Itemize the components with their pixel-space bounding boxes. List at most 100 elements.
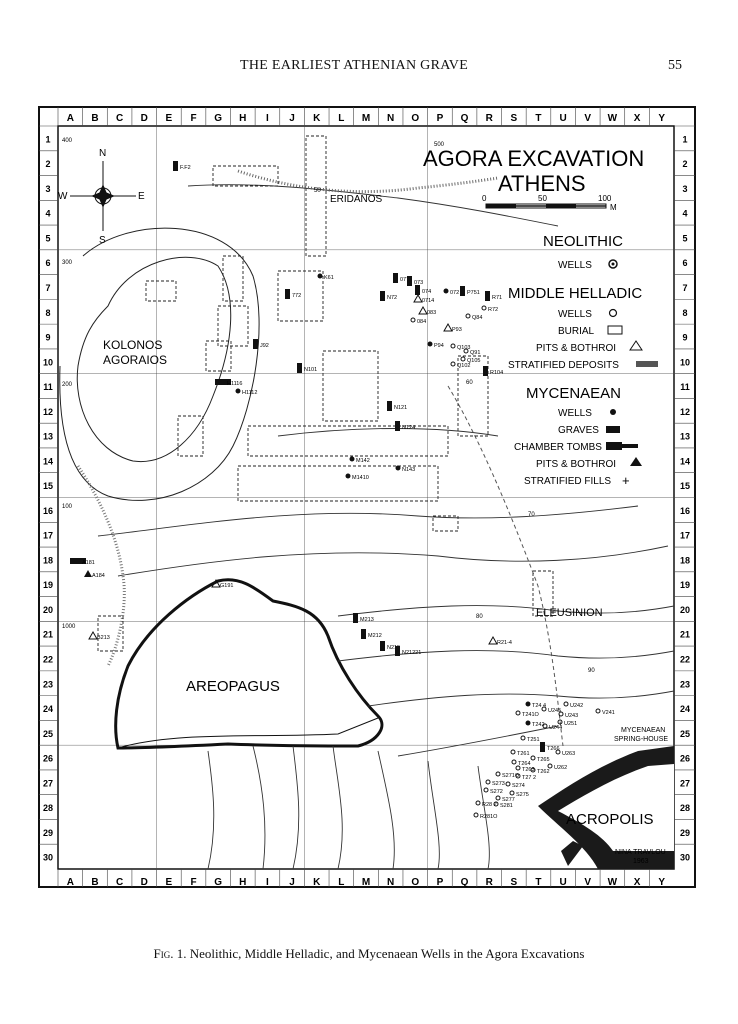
- find-label-T251: T251: [527, 737, 540, 743]
- find-marker-U244: [542, 723, 548, 729]
- running-head: THE EARLIEST ATHENIAN GRAVE 55: [0, 58, 738, 78]
- panathenaic-way: [447, 385, 564, 747]
- grid-row-28-left: 28: [43, 803, 53, 813]
- find-label-R72: R72: [488, 307, 498, 313]
- grid-row-26-right: 26: [680, 754, 690, 764]
- contour-lines: [97, 184, 675, 870]
- grid-col-N-bottom: N: [387, 877, 394, 888]
- grid-col-O-bottom: O: [411, 877, 419, 888]
- label-spring-house-1: MYCENAEAN: [621, 727, 665, 734]
- grid-col-L-bottom: L: [338, 877, 344, 888]
- find-marker-R72: [481, 305, 487, 311]
- find-label-0714: 0714: [422, 298, 434, 304]
- find-marker-G191: [211, 578, 221, 588]
- caption-text: Neolithic, Middle Helladic, and Mycenaea…: [189, 946, 585, 961]
- find-label-Q102: Q102: [457, 363, 470, 369]
- legend-myc-heading: MYCENAEAN: [526, 385, 621, 402]
- grid-lines: [39, 107, 695, 887]
- grid-col-C-top: C: [116, 113, 123, 124]
- find-marker-074: [415, 285, 420, 295]
- find-label-R104: R104: [490, 370, 503, 376]
- find-label-S273: S273: [492, 781, 505, 787]
- find-label-T271: T27 2: [522, 775, 536, 781]
- grid-col-F-bottom: F: [190, 877, 196, 888]
- grid-row-10-right: 10: [680, 357, 690, 367]
- spring-house-channel: [561, 841, 583, 866]
- find-marker-T271: [515, 773, 521, 779]
- find-marker-N121: [387, 401, 392, 411]
- grid-col-O-top: O: [411, 113, 419, 124]
- grid-row-30-right: 30: [680, 853, 690, 863]
- find-label-077: 077: [400, 277, 409, 283]
- scale-tick-100: 100: [598, 194, 612, 203]
- find-label-H1116: H1116: [227, 381, 242, 387]
- find-marker-K61: [317, 273, 323, 279]
- grid-col-Y-bottom: Y: [658, 877, 665, 888]
- find-marker-N2122: [395, 646, 400, 656]
- grid-col-J-top: J: [289, 113, 295, 124]
- grid-row-14-left: 14: [43, 456, 53, 466]
- label-kolonos: KOLONOS: [103, 338, 162, 352]
- find-marker-U245: [541, 706, 547, 712]
- find-marker-Q91: [463, 348, 469, 354]
- grid-col-I-bottom: I: [266, 877, 269, 888]
- find-marker-S273: [485, 779, 491, 785]
- find-label-A181: A181: [82, 560, 95, 566]
- find-marker-B213: [88, 630, 98, 640]
- find-marker-072: [443, 288, 449, 294]
- find-marker-V241: [595, 708, 601, 714]
- find-label-K61: K61: [324, 275, 334, 281]
- find-label-T261: T261: [517, 751, 530, 757]
- grid-row-12-right: 12: [680, 407, 690, 417]
- find-marker-P94: [427, 341, 433, 347]
- find-marker-U243: [558, 711, 564, 717]
- grid-row-1-left: 1: [45, 134, 50, 144]
- grid-row-22-right: 22: [680, 654, 690, 664]
- find-marker-T244: [525, 701, 531, 707]
- grid-col-V-bottom: V: [584, 877, 591, 888]
- label-agoraios: AGORAIOS: [103, 353, 167, 367]
- acropolis-plateau: [558, 764, 674, 851]
- find-marker-N215: [380, 641, 385, 651]
- grid-row-11-right: 11: [680, 382, 690, 392]
- grid-row-25-right: 25: [680, 729, 690, 739]
- grid-row-7-right: 7: [682, 283, 687, 293]
- grid-value-200: 200: [62, 382, 73, 388]
- find-label-T242: T242: [532, 722, 545, 728]
- grid-row-4-left: 4: [45, 209, 50, 219]
- find-marker-P93: [443, 322, 453, 332]
- find-label-N215: N215: [387, 645, 400, 651]
- legend-myc-wells: WELLS: [558, 408, 592, 419]
- grid-col-P-bottom: P: [437, 877, 444, 888]
- find-marker-U251: [557, 719, 563, 725]
- grid-col-C-bottom: C: [116, 877, 123, 888]
- scale-tick-0: 0: [482, 194, 487, 203]
- grid-col-R-bottom: R: [486, 877, 494, 888]
- find-label-H1112: H1112: [242, 390, 257, 396]
- myc-chamber-icon: [606, 442, 622, 450]
- find-label-A184: A184: [92, 573, 105, 579]
- grid-col-V-top: V: [584, 113, 591, 124]
- legend-myc-graves: GRAVES: [558, 425, 599, 436]
- find-label-R282: R28 2: [482, 802, 497, 808]
- grid-value-500: 500: [434, 142, 445, 148]
- find-label-S272: S272: [490, 789, 503, 795]
- areopagus-outline: [114, 578, 384, 750]
- grid-row-28-right: 28: [680, 803, 690, 813]
- find-label-772: 772: [292, 293, 301, 299]
- find-label-F2: F.F2: [180, 165, 191, 171]
- find-marker-0714: [413, 293, 423, 303]
- find-marker-S275: [509, 790, 515, 796]
- legend-neolithic-heading: NEOLITHIC: [543, 233, 623, 250]
- find-marker-Q103: [450, 343, 456, 349]
- grid-row-3-right: 3: [682, 184, 687, 194]
- grid-row-23-left: 23: [43, 679, 53, 689]
- grid-col-K-bottom: K: [313, 877, 321, 888]
- grid-row-21-right: 21: [680, 630, 690, 640]
- grid-col-K-top: K: [313, 113, 321, 124]
- find-label-R71: R71: [492, 295, 502, 301]
- grid-row-9-right: 9: [682, 333, 687, 343]
- grid-col-E-top: E: [166, 113, 173, 124]
- find-label-M142: M142: [356, 458, 370, 464]
